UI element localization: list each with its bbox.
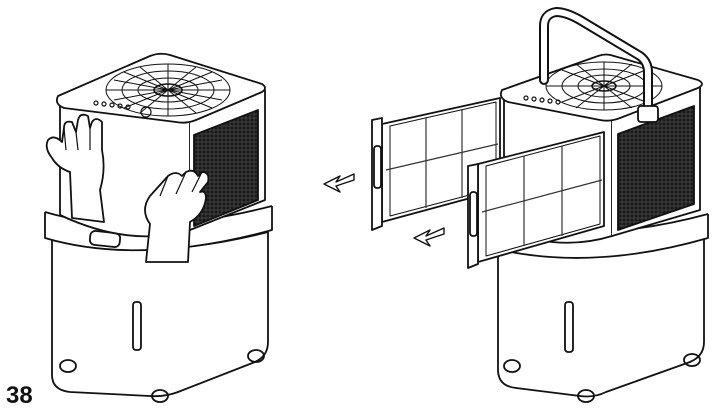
right-side-filter [617, 105, 695, 231]
right-lower-filter-icon [467, 131, 605, 269]
left-wheel [151, 389, 169, 403]
right-dehumidifier [323, 7, 709, 403]
page-number: 38 [6, 382, 33, 409]
left-wheel [247, 349, 265, 363]
right-base-tank [497, 238, 705, 398]
left-tank-window [132, 301, 142, 351]
right-wheel [683, 353, 701, 367]
right-wheel [503, 359, 521, 373]
arrow-left-icon [413, 227, 445, 247]
left-wheel [59, 359, 77, 373]
left-hand-icon [45, 113, 105, 223]
right-wheel [577, 389, 595, 403]
right-carry-handle-icon [539, 7, 659, 123]
left-radial-grille-icon [105, 63, 231, 117]
right-control-strip [523, 95, 561, 105]
right-tank-window [564, 301, 574, 353]
left-base-tank [51, 232, 269, 398]
arrow-left-icon [323, 173, 355, 193]
left-dehumidifier [44, 52, 273, 403]
